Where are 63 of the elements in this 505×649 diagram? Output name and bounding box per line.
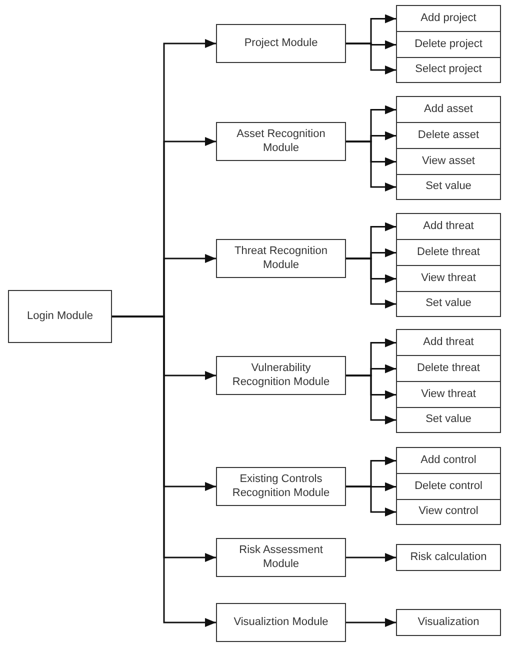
box-label: Delete control (414, 480, 484, 494)
process-box (396, 329, 501, 356)
process-box (396, 407, 501, 433)
process-box (396, 447, 501, 474)
box-label: Delete project (414, 38, 484, 52)
box-label: View control (418, 505, 480, 519)
process-box (396, 174, 501, 200)
arrow (346, 374, 396, 424)
box-label: Login Module (26, 310, 94, 324)
process-box (396, 381, 501, 408)
process-box (396, 122, 501, 150)
process-box (396, 544, 501, 571)
process-box (216, 467, 346, 506)
arrow (346, 553, 396, 562)
process-box (216, 239, 346, 278)
arrow (346, 42, 396, 74)
box-label: Visualization (416, 616, 480, 630)
box-label: Risk calculation (409, 550, 488, 564)
box-label: Existing Controls Recognition Module (231, 473, 331, 500)
box-label: Add threat (422, 220, 475, 234)
arrow (346, 140, 396, 192)
process-box (396, 291, 501, 317)
box-label: Add control (420, 454, 478, 468)
box-label: Select project (414, 63, 483, 77)
box-label: Set value (424, 180, 472, 194)
box-label: Set value (424, 297, 472, 311)
box-label: Visualiztion Module (232, 616, 330, 630)
box-label: Project Module (243, 36, 319, 50)
box-label: View asset (421, 155, 476, 168)
process-box (396, 5, 501, 32)
box-label: Risk Assessment Module (238, 544, 324, 571)
box-label: Asset Recognition Module (236, 128, 326, 155)
process-box (396, 265, 501, 292)
box-label: Delete asset (416, 129, 480, 142)
process-box (396, 57, 501, 83)
box-label: Delete threat (416, 362, 481, 376)
arrow (346, 618, 396, 627)
process-box (396, 239, 501, 266)
process-box (216, 24, 346, 63)
process-box (396, 213, 501, 240)
arrow (346, 486, 396, 516)
box-label: Threat Recognition Module (234, 245, 328, 272)
process-box (396, 609, 501, 636)
process-box (396, 148, 501, 176)
box-label: Delete threat (416, 246, 481, 260)
box-label: Add project (420, 12, 478, 26)
box-label: View threat (420, 272, 477, 286)
process-box (396, 31, 501, 58)
process-box (396, 355, 501, 382)
process-box (216, 122, 346, 161)
box-label: Vulnerability Recognition Module (231, 362, 331, 389)
process-box (216, 603, 346, 642)
box-label: View threat (420, 388, 477, 402)
process-box (8, 290, 112, 343)
box-label: Set value (424, 413, 472, 427)
process-box (216, 356, 346, 395)
box-label: Add threat (422, 336, 475, 350)
arrow (346, 258, 396, 308)
process-box (396, 96, 501, 124)
process-box (396, 499, 501, 525)
process-box (396, 473, 501, 500)
box-label: Add asset (423, 103, 474, 116)
process-box (216, 538, 346, 577)
